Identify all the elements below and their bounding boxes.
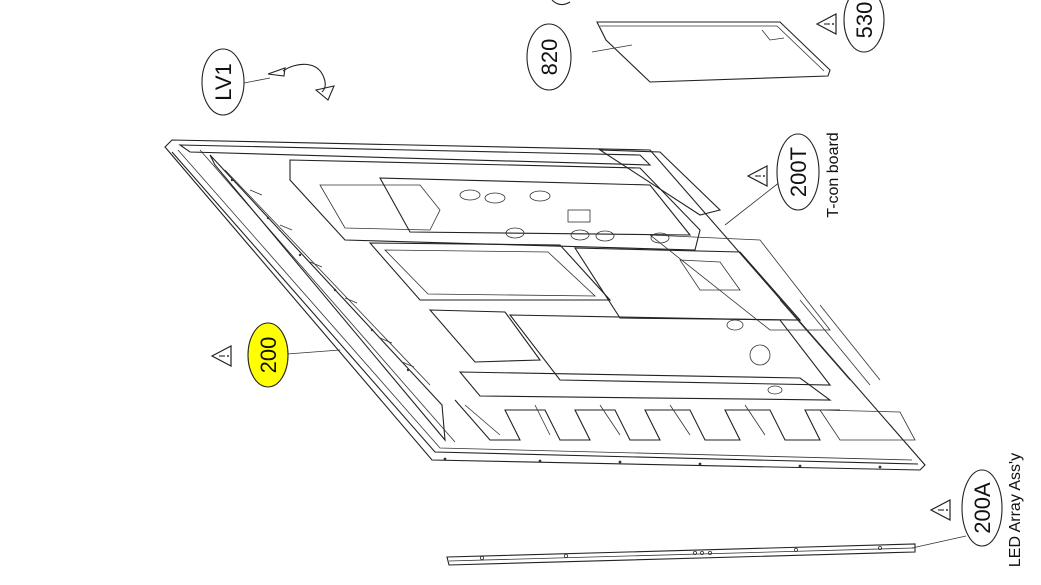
warning-triangle-icon <box>210 345 232 367</box>
sheet-part-820 <box>591 21 831 83</box>
callout-200-text: 200 <box>256 337 281 374</box>
panel-assembly-200 <box>164 139 926 471</box>
leader-200T <box>724 177 786 226</box>
leader-200 <box>286 349 341 355</box>
callout-200T-text: 200T <box>786 147 811 197</box>
warning-triangle-icon <box>929 499 951 521</box>
led-array-label: LED Array Ass'y <box>1007 453 1024 567</box>
callout-530: 530 <box>843 0 885 53</box>
cable-part-LV1 <box>243 63 335 101</box>
callout-LV1: LV1 <box>201 48 245 116</box>
callout-820: 820 <box>526 23 572 91</box>
warning-triangle-icon <box>746 165 768 187</box>
warning-triangle-icon <box>815 13 837 35</box>
callout-200A: 200A <box>961 469 1003 547</box>
callout-partial-edge <box>551 0 571 6</box>
callout-LV1-text: LV1 <box>211 63 236 101</box>
callout-530-text: 530 <box>852 2 877 39</box>
callout-200: 200 <box>247 322 289 388</box>
callout-200T: 200T <box>776 133 820 211</box>
led-array-part-200A <box>446 535 967 566</box>
callout-200A-text: 200A <box>970 482 995 534</box>
tcon-board-label: T-con board <box>825 132 842 217</box>
callout-820-text: 820 <box>537 39 562 76</box>
